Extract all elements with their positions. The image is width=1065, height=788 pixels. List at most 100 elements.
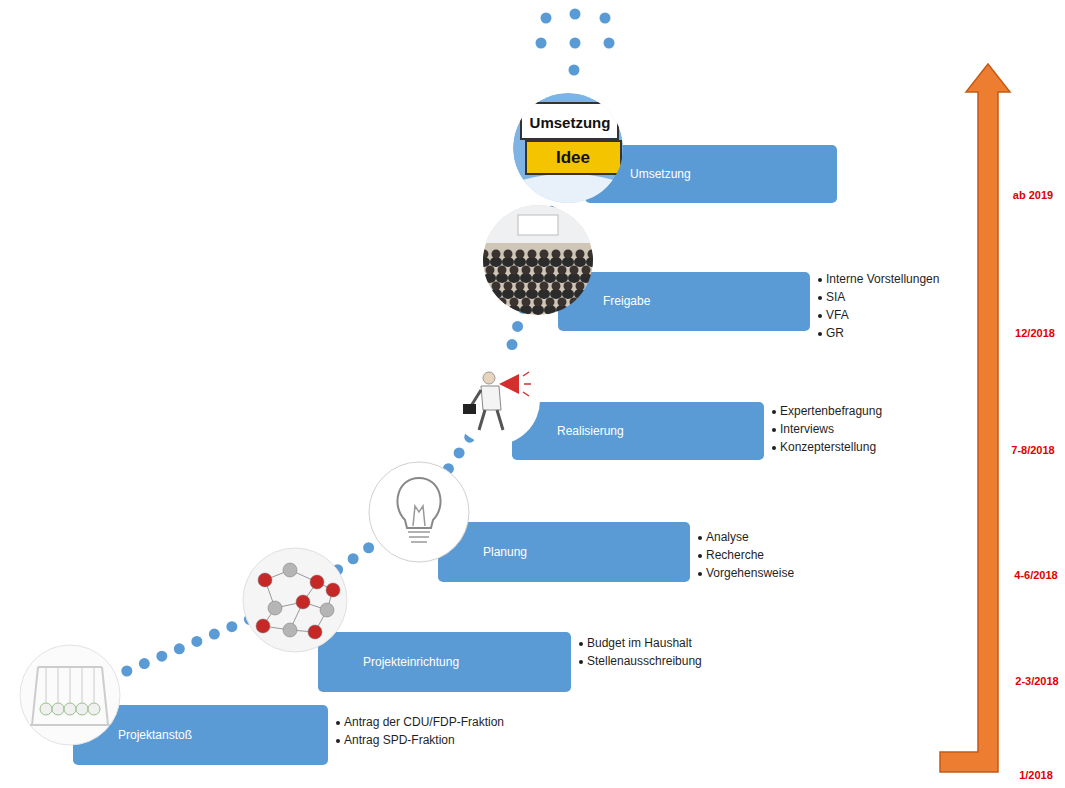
picture-circle: [20, 645, 120, 745]
network-ball: [310, 575, 324, 589]
bullet-item: Antrag der CDU/FDP-Fraktion: [336, 713, 504, 731]
audience-head: [534, 266, 543, 275]
bullet-list: Antrag der CDU/FDP-FraktionAntrag SPD-Fr…: [336, 713, 504, 749]
bullet-item: Interne Vorstellungen: [818, 270, 939, 288]
audience-head: [522, 298, 531, 307]
label-slot: 4-6/2018: [1014, 569, 1057, 581]
bullet-item: VFA: [818, 306, 939, 324]
room-wall: [483, 205, 593, 243]
dot: [604, 38, 615, 49]
sign-top: [521, 103, 618, 139]
picture-circle: [483, 205, 593, 315]
bullet-item: Antrag SPD-Fraktion: [336, 731, 504, 749]
audience-head: [558, 266, 567, 275]
dot: [570, 38, 581, 49]
bullet-item: Konzepterstellung: [772, 438, 882, 456]
cradle-ball: [76, 703, 88, 715]
bullet-item: SIA: [818, 288, 939, 306]
audience-head: [564, 282, 573, 291]
audience-shoulders: [580, 305, 592, 315]
audience-head: [492, 282, 501, 291]
process-box: FreigabeInterne VorstellungenSIAVFAGR: [558, 272, 810, 331]
network-ball: [320, 603, 334, 617]
picture-part: [508, 93, 628, 210]
step-title: Umsetzung: [585, 167, 691, 182]
cradle-string: [70, 667, 71, 704]
date-label: 4-6/2018: [1014, 569, 1057, 581]
audience-head: [528, 250, 537, 259]
audience-head: [486, 266, 495, 275]
date-label: ab 2019: [1013, 189, 1053, 201]
cradle-ball: [40, 703, 52, 715]
cradle-ball: [88, 703, 100, 715]
screen: [518, 215, 558, 235]
label-slot: 7-8/2018: [1011, 444, 1054, 456]
audience-head: [576, 250, 585, 259]
audience-shoulders: [484, 305, 496, 315]
network-ball: [308, 625, 322, 639]
step-title: Realisierung: [512, 424, 624, 439]
bullet-item: Vorgehensweise: [698, 564, 794, 582]
audience-head: [504, 250, 513, 259]
bullet-item: Interviews: [772, 420, 882, 438]
picture-part: [369, 462, 469, 562]
audience-head: [546, 266, 555, 275]
network-ball: [256, 619, 270, 633]
audience-head: [588, 282, 597, 291]
process-box: ProjekteinrichtungBudget im HaushaltStel…: [318, 632, 571, 692]
audience-head: [540, 282, 549, 291]
man-head: [483, 372, 495, 384]
audience-head: [582, 266, 591, 275]
label-slot: 1/2018: [1019, 769, 1053, 781]
network-ball: [296, 595, 310, 609]
audience-shoulders: [496, 305, 508, 315]
audience-head: [504, 282, 513, 291]
step-picture: [481, 203, 595, 317]
network-ball: [258, 573, 272, 587]
dot: [536, 38, 547, 49]
dot: [570, 9, 581, 20]
audience-head: [588, 250, 597, 259]
man-body: [481, 386, 501, 410]
date-label: 12/2018: [1015, 327, 1055, 339]
picture-part: [243, 548, 347, 652]
bulb-base: [408, 506, 430, 542]
process-box: PlanungAnalyseRechercheVorgehensweise: [438, 522, 690, 582]
audience-head: [534, 298, 543, 307]
timeline-arrow: [940, 64, 1010, 772]
date-label: 1/2018: [1019, 769, 1053, 781]
audience-head: [576, 282, 585, 291]
picture-part: [20, 645, 120, 745]
cradle-string: [94, 667, 95, 704]
step-title: Freigabe: [558, 294, 650, 309]
cradle-ball: [64, 703, 76, 715]
picture-part: [450, 355, 540, 445]
date-label: 7-8/2018: [1011, 444, 1054, 456]
audience-head: [492, 250, 501, 259]
audience-head: [522, 266, 531, 275]
briefcase: [463, 404, 476, 414]
sign-text: Idee: [556, 148, 590, 168]
picture-circle: [243, 548, 347, 652]
audience-head: [498, 266, 507, 275]
label-slot: Idee: [556, 148, 590, 168]
sign-text: Umsetzung: [530, 114, 611, 131]
step-title: Planung: [438, 545, 527, 560]
bullet-item: Recherche: [698, 546, 794, 564]
audience-head: [564, 250, 573, 259]
rising-dots: [536, 9, 615, 76]
audience-head: [510, 266, 519, 275]
picture-part: [478, 205, 598, 315]
audience-head: [570, 298, 579, 307]
label-slot: Umsetzung: [530, 114, 611, 131]
label-slot: 12/2018: [1015, 327, 1055, 339]
audience-head: [510, 298, 519, 307]
audience-head: [480, 250, 489, 259]
bullet-item: Budget im Haushalt: [579, 634, 702, 652]
bulb-glass: [397, 478, 440, 528]
audience-head: [528, 282, 537, 291]
audience-head: [480, 282, 489, 291]
bullet-item: Stellenausschreibung: [579, 652, 702, 670]
bullet-list: Interne VorstellungenSIAVFAGR: [818, 270, 939, 342]
